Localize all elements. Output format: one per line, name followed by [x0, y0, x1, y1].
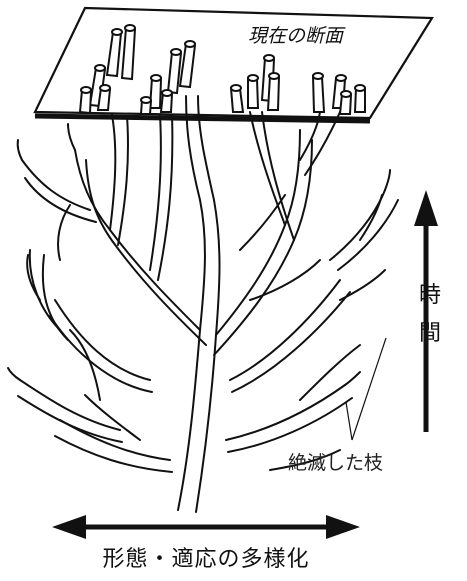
section-plane-label: 現在の断面: [248, 25, 346, 47]
time-axis-label-1: 時: [419, 283, 441, 308]
branch-stub: [105, 28, 123, 78]
branch-stub: [148, 74, 163, 109]
time-axis-label-2: 間: [419, 321, 441, 346]
branch-stub: [229, 84, 245, 113]
branch-stub: [247, 74, 260, 109]
diversity-axis-label: 形態・適応の多様化: [102, 547, 309, 572]
branch-stub: [178, 40, 197, 89]
branch-stub: [353, 84, 366, 113]
branch-stub: [338, 90, 353, 115]
branch-stub: [96, 84, 112, 111]
branch-stub: [311, 72, 326, 113]
extinct-branch-label: 絶滅した枝: [288, 452, 383, 474]
branching-tree: [7, 95, 399, 513]
branch-stub: [78, 86, 93, 115]
time-axis-arrow: [414, 190, 438, 432]
branch-stub: [120, 24, 137, 81]
extinct-branch-pointer: [345, 337, 387, 441]
branch-stub: [266, 72, 281, 111]
branch-stubs: [78, 24, 366, 115]
branch-stub: [139, 96, 153, 115]
branch-stub: [166, 48, 183, 95]
diversity-axis-arrow: [52, 515, 360, 539]
branch-stub: [159, 89, 174, 113]
